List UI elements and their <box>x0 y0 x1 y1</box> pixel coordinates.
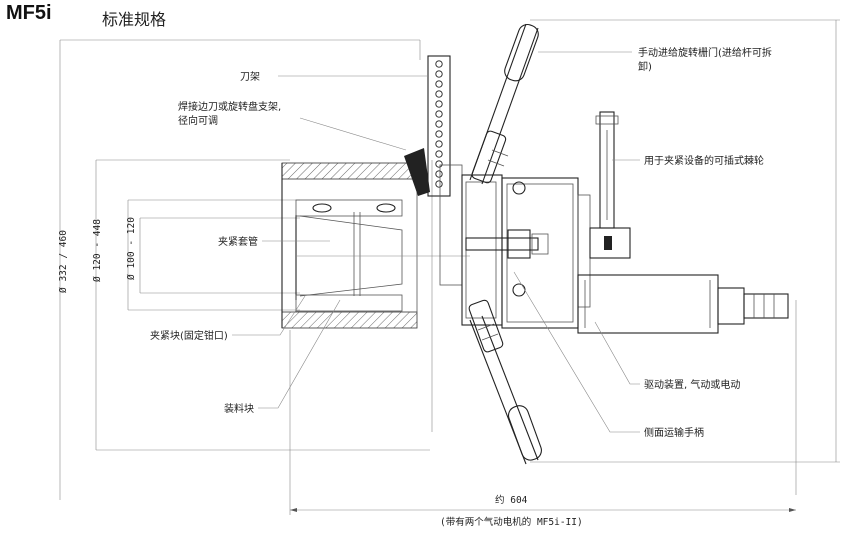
label-handwheel-2: 卸) <box>638 60 652 73</box>
label-ratchet: 用于夹紧设备的可插式棘轮 <box>644 154 764 167</box>
bolt-hole <box>435 70 443 78</box>
dim-length: 约 604 <box>495 494 528 506</box>
ratchet-handle <box>595 111 619 229</box>
handwheel-bottom <box>468 299 542 465</box>
bolt-hole <box>435 80 443 88</box>
drive-motor <box>577 274 789 334</box>
bolt-hole <box>435 140 443 148</box>
bolt-hole <box>435 170 443 178</box>
main-body <box>461 174 631 329</box>
bolt-hole <box>435 160 443 168</box>
label-drive: 驱动装置, 气动或电动 <box>644 378 740 391</box>
dimension-frame <box>59 19 840 515</box>
dim-diameter-100: Ø 100 - 120 <box>126 217 137 280</box>
label-welding-bracket-2: 径向可调 <box>178 114 218 127</box>
bolt-hole <box>435 60 443 68</box>
label-loading-block: 装料块 <box>224 402 254 415</box>
label-tool-holder: 刀架 <box>240 71 260 83</box>
leader-lines <box>232 51 640 433</box>
pipe-housing <box>281 162 470 329</box>
bolt-hole <box>435 90 443 98</box>
model-name: MF5i <box>6 2 52 24</box>
handwheel-top <box>469 23 539 185</box>
tool-holder <box>404 55 463 286</box>
label-side-handle: 侧面运输手柄 <box>644 426 704 439</box>
dim-note: (带有两个气动电机的 MF5i-II) <box>440 516 583 528</box>
bolt-hole <box>435 100 443 108</box>
label-welding-bracket-1: 焊接边刀或旋转盘支架, <box>178 100 281 113</box>
bolt-hole <box>435 150 443 158</box>
page-title: 标准规格 <box>102 10 167 29</box>
dim-diameter-120: Ø 120 - 448 <box>92 219 103 282</box>
bolt-hole <box>435 130 443 138</box>
label-clamp-sleeve: 夹紧套管 <box>218 235 258 248</box>
bolt-hole <box>435 180 443 188</box>
bolt-hole <box>435 110 443 118</box>
dim-diameter-332: Ø 332 / 460 <box>58 230 69 293</box>
label-clamp-block: 夹紧块(固定钳口) <box>150 329 228 342</box>
label-handwheel-1: 手动进给旋转栅门(进给杆可拆 <box>638 46 772 59</box>
bolt-hole <box>435 120 443 128</box>
